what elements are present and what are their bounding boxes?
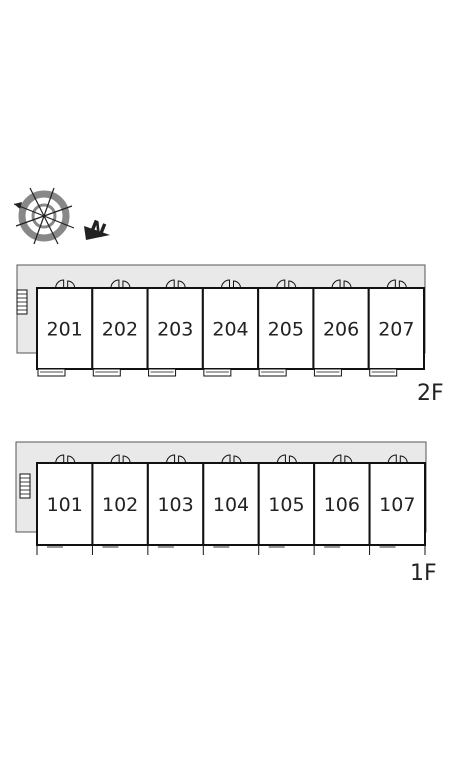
room-unit[interactable]: 105 bbox=[257, 454, 316, 555]
room-number: 207 bbox=[378, 319, 414, 341]
room-unit[interactable]: 207 bbox=[367, 279, 426, 377]
stairs-icon bbox=[16, 289, 28, 315]
room-unit[interactable]: 101 bbox=[36, 454, 94, 555]
room-unit[interactable]: 103 bbox=[146, 454, 205, 555]
compass-north-label: N bbox=[86, 216, 109, 242]
room-number: 104 bbox=[213, 494, 249, 516]
room-number: 106 bbox=[324, 494, 360, 516]
room-unit[interactable]: 202 bbox=[91, 279, 149, 377]
room-unit[interactable]: 106 bbox=[313, 454, 371, 555]
floor-label-1f: 1F bbox=[410, 561, 437, 586]
room-number: 105 bbox=[268, 494, 304, 516]
room-unit[interactable]: 205 bbox=[257, 279, 315, 377]
room-number: 206 bbox=[323, 319, 359, 341]
room-unit[interactable]: 201 bbox=[36, 279, 94, 377]
room-number: 205 bbox=[268, 319, 304, 341]
room-unit[interactable]: 104 bbox=[202, 454, 260, 555]
room-number: 101 bbox=[47, 494, 83, 516]
room-unit[interactable]: 107 bbox=[368, 454, 427, 555]
stairs-icon bbox=[19, 473, 31, 499]
room-number: 107 bbox=[379, 494, 415, 516]
room-unit[interactable]: 203 bbox=[146, 279, 204, 377]
floor-label-2f: 2F bbox=[417, 381, 444, 406]
room-number: 202 bbox=[102, 319, 138, 341]
room-number: 204 bbox=[212, 319, 248, 341]
room-unit[interactable]: 102 bbox=[91, 454, 149, 555]
room-number: 102 bbox=[102, 494, 138, 516]
room-number: 103 bbox=[157, 494, 193, 516]
floor-2f-plan: 201 202 203 204 205 206 207 bbox=[16, 264, 426, 377]
room-number: 201 bbox=[47, 319, 83, 341]
room-unit[interactable]: 204 bbox=[201, 279, 260, 377]
room-unit[interactable]: 206 bbox=[312, 279, 370, 377]
floor-1f-plan: 101 102 103 104 105 106 107 bbox=[15, 441, 427, 555]
room-number: 203 bbox=[157, 319, 193, 341]
compass-north-icon: N bbox=[13, 187, 110, 245]
